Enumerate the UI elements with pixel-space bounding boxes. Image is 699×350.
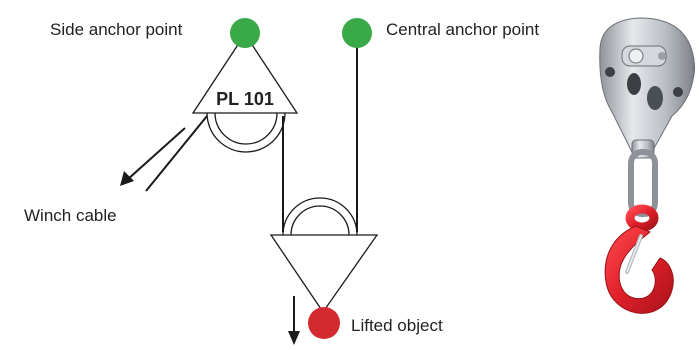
lower-sheave-inner — [290, 205, 350, 236]
winch-cable-label: Winch cable — [24, 206, 117, 225]
lower-sheave-outer — [282, 197, 358, 236]
winch-direction-arrow — [120, 127, 186, 186]
side-anchor-point — [230, 18, 260, 48]
load-direction-arrow — [288, 296, 300, 345]
central-anchor-label: Central anchor point — [386, 20, 539, 39]
upper-pulley: PL 101 — [191, 32, 299, 153]
pulley-model-label: PL 101 — [216, 89, 274, 109]
rope — [145, 34, 358, 232]
side-anchor-label: Side anchor point — [50, 20, 183, 39]
upper-sheave-inner — [214, 112, 278, 145]
photo-link — [628, 149, 658, 217]
lower-pulley-housing — [269, 234, 379, 314]
winch-cable-line — [145, 115, 208, 192]
central-anchor-point — [342, 18, 372, 48]
photo-hook — [604, 225, 674, 314]
lower-pulley — [269, 197, 379, 314]
lifted-object-label: Lifted object — [351, 316, 443, 335]
upper-sheave-outer — [206, 112, 286, 153]
photo-side-plate — [599, 17, 695, 153]
pulley-with-hook-photo — [599, 17, 695, 314]
upper-pulley-housing — [191, 32, 299, 114]
lifted-object-dot — [308, 307, 340, 339]
